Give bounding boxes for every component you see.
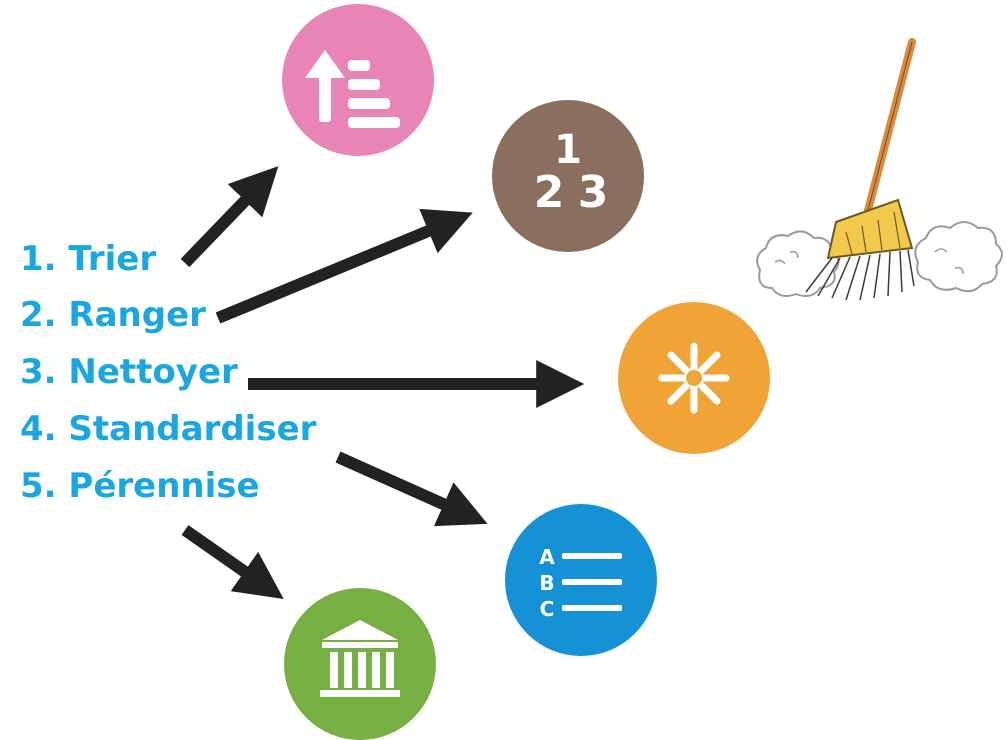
- arrow-trier: [180, 166, 279, 268]
- letter-c: C: [540, 597, 555, 621]
- step-label-ranger: 2. Ranger: [20, 295, 206, 335]
- abc-list-icon: A B C: [505, 504, 657, 656]
- digit-3: 3: [578, 167, 609, 218]
- arrow-ranger: [215, 208, 473, 324]
- broom-sweeping-dust-illustration: [756, 38, 1003, 301]
- arrow-perenniser: [181, 525, 284, 599]
- pillared-building-icon: [284, 588, 436, 740]
- digit-2: 2: [534, 167, 565, 218]
- dust-cloud-right: [914, 221, 1003, 293]
- letter-a: A: [539, 545, 555, 569]
- step-label-standardiser: 4. Standardiser: [20, 409, 317, 449]
- broom-head: [805, 198, 915, 301]
- arrow-standardiser: [335, 451, 488, 527]
- letter-b: B: [539, 571, 554, 595]
- step-label-nettoyer: 3. Nettoyer: [20, 352, 238, 392]
- dust-cloud-left: [756, 230, 840, 297]
- step-label-trier: 1. Trier: [20, 239, 156, 279]
- arrows: [180, 166, 585, 599]
- sparkle-icon: [618, 302, 770, 454]
- digit-1: 1: [554, 127, 582, 173]
- sort-ascending-icon: [282, 4, 434, 156]
- numbers-123-icon: 1 2 3: [492, 100, 644, 252]
- icon-circle-ranger: [492, 100, 644, 252]
- step-label-perenniser: 5. Pérennise: [20, 466, 260, 506]
